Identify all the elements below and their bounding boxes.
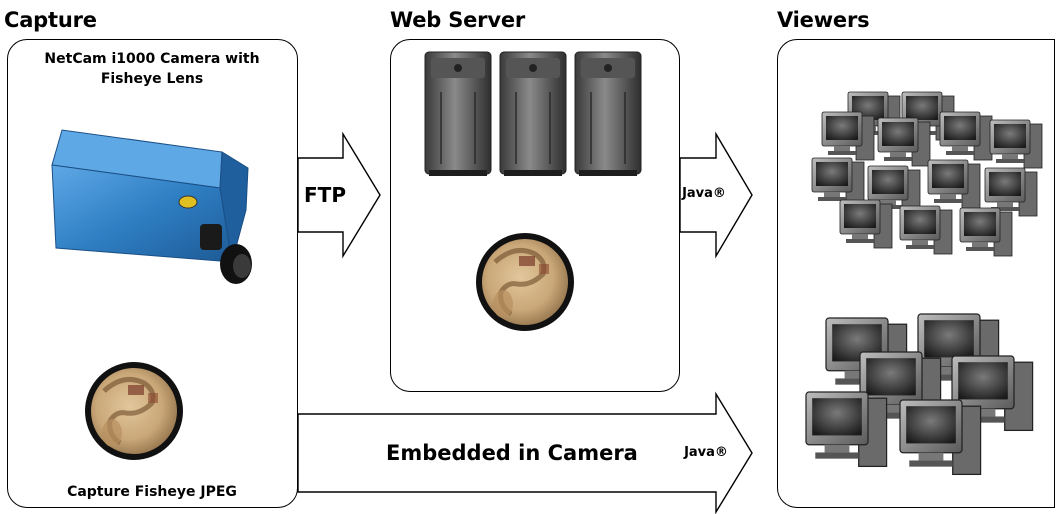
- server-to-viewers-protocol-label: Java®: [682, 186, 726, 201]
- capture-heading: Capture: [4, 8, 97, 32]
- camera-caption: NetCam i1000 Camera with Fisheye Lens: [44, 51, 260, 87]
- computer-monitor-icon-group: [805, 313, 1034, 476]
- server-tower-icon: [424, 51, 642, 177]
- embedded-in-camera-arrow: [297, 391, 753, 514]
- server-to-viewers-arrow: [679, 131, 753, 259]
- jpeg-caption: Capture Fisheye JPEG: [67, 484, 237, 500]
- embedded-protocol-label: Java®: [684, 445, 728, 460]
- netcam-camera-icon: [51, 129, 252, 284]
- ftp-label: FTP: [304, 183, 346, 207]
- fisheye-image-icon: [88, 365, 180, 457]
- web-server-heading: Web Server: [390, 8, 526, 32]
- fisheye-image-icon-server: [479, 236, 571, 328]
- viewers-heading: Viewers: [777, 8, 870, 32]
- embedded-in-camera-label: Embedded in Camera: [386, 441, 638, 465]
- computer-monitor-icon: [811, 91, 1043, 257]
- ftp-arrow: [297, 131, 381, 259]
